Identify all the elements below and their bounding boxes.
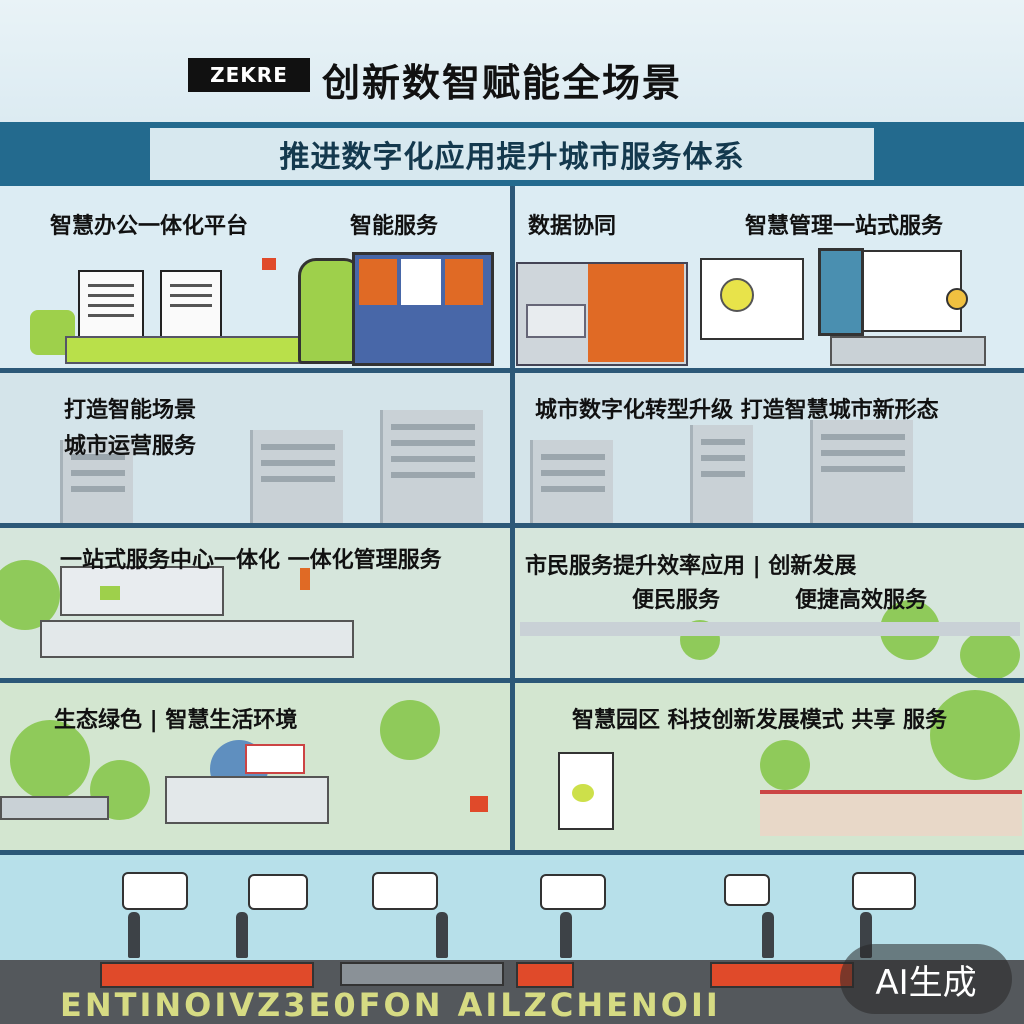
office-desk [60,566,224,616]
building-1 [60,440,133,523]
row-divider-3 [0,678,1024,683]
sports-court [760,790,1022,836]
tree-7 [380,700,440,760]
column-divider-2 [510,373,515,523]
row-divider-1 [0,368,1024,373]
banner-inner: 推进数字化应用提升城市服务体系 [150,128,874,180]
row-divider-2 [0,523,1024,528]
display-board-2 [862,250,968,332]
orange-marker [300,568,310,590]
red-box [470,796,488,812]
server-machine [516,262,688,366]
tree-9 [930,690,1020,780]
document-1 [78,270,144,340]
cabinet-unit [352,252,494,366]
panel-2-label-b: 智慧管理一站式服务 [745,214,944,239]
ai-generated-badge: AI生成 [840,944,1012,1014]
info-board [558,752,614,830]
office-floor [40,620,354,658]
road [520,622,1020,636]
panel-8-label: 智慧园区 科技创新发展模式 共享 服务 [572,708,947,733]
tree-1 [0,560,60,630]
tree-5 [10,720,90,800]
panel-6-label-line1: 市民服务提升效率应用 | 创新发展 [525,554,857,579]
desk-platform [65,336,309,364]
person-2 [236,912,248,958]
column-divider-3 [510,528,515,678]
panel-7-label: 生态绿色 | 智慧生活环境 [54,708,298,733]
building-6 [810,420,913,523]
speech-bubble-1 [122,872,188,910]
header-background [0,0,1024,122]
tree-8 [760,740,810,790]
column-divider-1 [510,186,515,368]
counter [830,336,986,366]
kiosk-machine [298,258,362,364]
building-5 [690,425,753,523]
tall-display [818,248,864,336]
title-chip: ZEKRE [188,58,310,92]
panel-6-label-line3: 便捷高效服务 [795,588,928,613]
speech-bubble-3 [372,872,438,910]
sign-board [245,744,305,774]
person-5 [762,912,774,958]
person-1 [128,912,140,958]
building-3 [380,410,483,523]
document-2 [160,270,222,338]
building-4 [530,440,613,523]
person-4 [560,912,572,958]
footer-text: ENTINOIVZ3E0FON AILZCHENOII [60,986,721,1024]
panel-2-label-a: 数据协同 [528,214,617,239]
banner-text: 推进数字化应用提升城市服务体系 [279,140,745,175]
row-divider-4 [0,850,1024,855]
red-marker [262,258,276,270]
pavilion-base [165,776,329,824]
page-title: 创新数智赋能全场景 [322,61,683,105]
column-divider-4 [510,683,515,850]
panel-3-label-line2: 城市运营服务 [64,434,197,459]
person-3 [436,912,448,958]
speech-bubble-2 [248,874,308,910]
red-bench-2 [516,962,574,988]
red-bench-1 [100,962,314,988]
low-building [0,796,109,820]
speech-bubble-6 [852,872,916,910]
panel-6-label-line2: 便民服务 [632,588,721,613]
panel-4-label: 城市数字化转型升级 打造智慧城市新形态 [535,398,939,423]
tree-3 [960,630,1020,680]
panel-5-label: 一站式服务中心一体化 一体化管理服务 [60,548,442,573]
grey-bench [340,962,504,986]
panel-1-label-b: 智能服务 [350,214,439,239]
speech-bubble-4 [540,874,606,910]
green-monitor [100,586,120,600]
speech-bubble-5 [724,874,770,906]
red-bench-3 [710,962,854,988]
panel-3-label-line1: 打造智能场景 [64,398,197,423]
display-board-1 [700,258,804,340]
building-2 [250,430,343,523]
panel-1-label-a: 智慧办公一体化平台 [50,214,249,239]
